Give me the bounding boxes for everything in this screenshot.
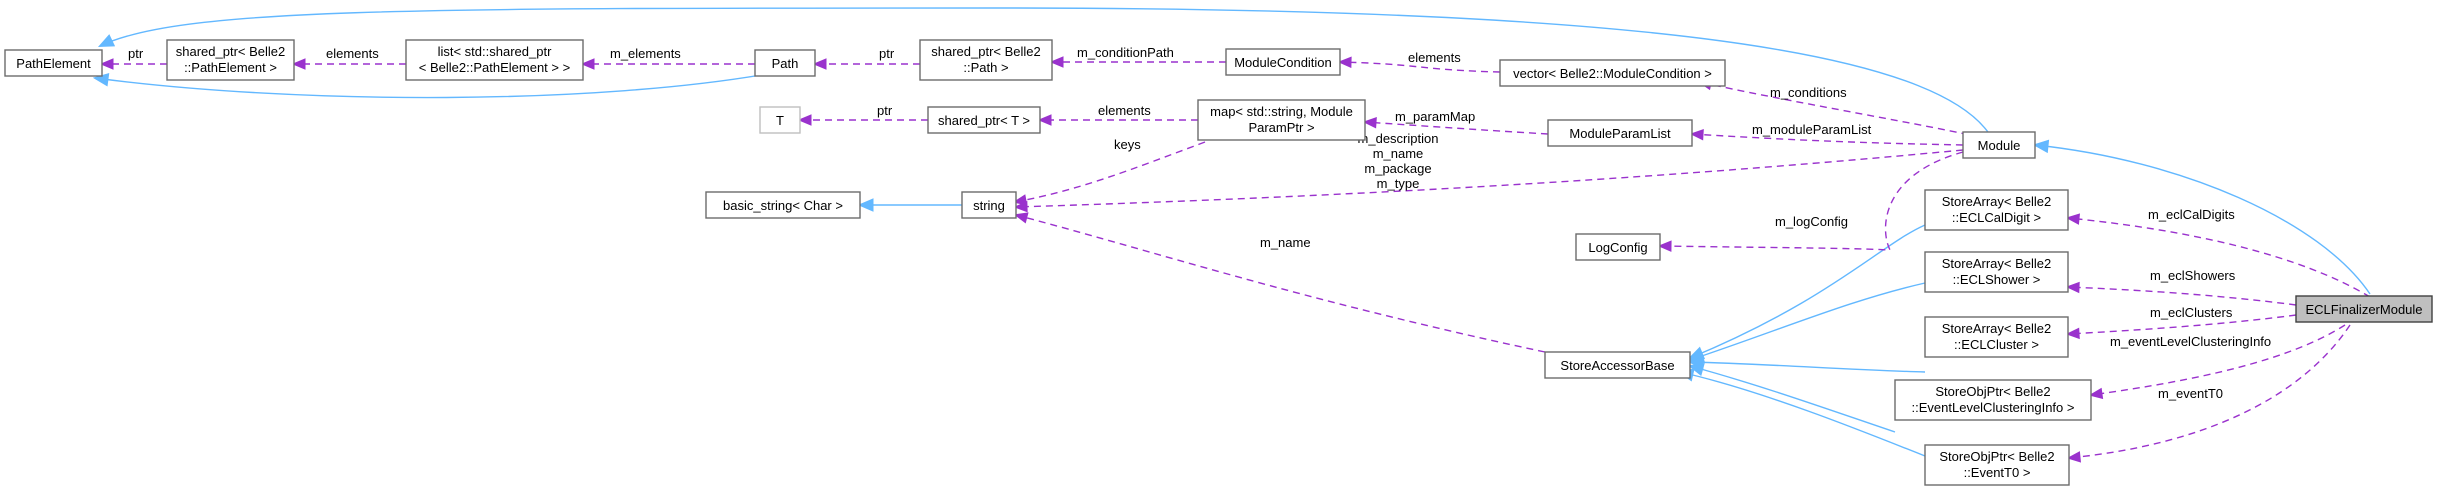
edge-finalizer-to-clustering bbox=[2091, 324, 2346, 395]
edge-shower-to-accessor bbox=[1690, 282, 1926, 360]
node-t[interactable]: T bbox=[759, 106, 801, 134]
node-label: ::Path > bbox=[963, 60, 1008, 75]
edge-label-ptr-pe: ptr bbox=[128, 46, 144, 61]
node-path[interactable]: Path bbox=[754, 49, 816, 77]
node-storearray-ecl-caldigit[interactable]: StoreArray< Belle2 ::ECLCalDigit > bbox=[1924, 189, 2069, 231]
node-label: ::ECLCalDigit > bbox=[1952, 210, 2041, 225]
node-label: ParamPtr > bbox=[1248, 120, 1314, 135]
edge-eventt0-to-accessor bbox=[1680, 372, 1931, 459]
node-label: ::ECLShower > bbox=[1953, 272, 2041, 287]
edge-clustering-to-accessor bbox=[1690, 366, 1896, 433]
node-moduleparamlist[interactable]: ModuleParamList bbox=[1547, 119, 1693, 147]
node-label: shared_ptr< Belle2 bbox=[176, 44, 286, 59]
node-logconfig[interactable]: LogConfig bbox=[1575, 233, 1661, 261]
node-label: shared_ptr< T > bbox=[938, 113, 1030, 128]
node-label: ModuleParamList bbox=[1569, 126, 1671, 141]
node-label: string bbox=[973, 198, 1005, 213]
edge-label-m-moduleparamlist: m_moduleParamList bbox=[1752, 122, 1872, 137]
node-label: < Belle2::PathElement > > bbox=[419, 60, 570, 75]
node-pathelement[interactable]: PathElement bbox=[4, 49, 103, 77]
edge-module-to-vector bbox=[1700, 82, 1981, 138]
edge-label-elements-map: elements bbox=[1098, 103, 1151, 118]
edge-label-m-conditionpath: m_conditionPath bbox=[1077, 45, 1174, 60]
edge-map-to-string bbox=[1015, 141, 1206, 202]
edge-accessor-to-string bbox=[1016, 215, 1546, 353]
edge-finalizer-to-eventt0 bbox=[2069, 324, 2351, 458]
node-label: vector< Belle2::ModuleCondition > bbox=[1513, 66, 1712, 81]
node-shared-ptr-pathelement[interactable]: shared_ptr< Belle2 ::PathElement > bbox=[166, 39, 295, 81]
edge-label-m-name-accessor: m_name bbox=[1260, 235, 1311, 250]
edge-path-to-pathelement bbox=[95, 71, 779, 99]
node-label: ::EventT0 > bbox=[1964, 465, 2031, 480]
node-label: ::EventLevelClusteringInfo > bbox=[1912, 400, 2075, 415]
node-label: ::ECLCluster > bbox=[1954, 337, 2039, 352]
edge-label-elements-list: elements bbox=[326, 46, 379, 61]
edge-label-m-eventlevelclusteringinfo: m_eventLevelClusteringInfo bbox=[2110, 334, 2271, 349]
edge-label-m-logconfig: m_logConfig bbox=[1775, 214, 1848, 229]
node-storearray-ecl-cluster[interactable]: StoreArray< Belle2 ::ECLCluster > bbox=[1924, 316, 2069, 358]
edge-finalizer-to-module bbox=[2035, 145, 2371, 295]
node-shared-ptr-path[interactable]: shared_ptr< Belle2 ::Path > bbox=[919, 39, 1053, 81]
node-label: StoreObjPtr< Belle2 bbox=[1935, 384, 2050, 399]
node-storeaccessorbase[interactable]: StoreAccessorBase bbox=[1544, 351, 1691, 379]
edge-label-m-eventt0: m_eventT0 bbox=[2158, 386, 2223, 401]
edge-label-m-conditions: m_conditions bbox=[1770, 85, 1847, 100]
edge-moduleparamlist-to-map bbox=[1365, 122, 1549, 135]
node-label: ModuleCondition bbox=[1234, 55, 1332, 70]
edge-finalizer-to-shower bbox=[2068, 287, 2297, 306]
edge-caldigit-to-accessor bbox=[1690, 224, 1926, 358]
node-label: LogConfig bbox=[1588, 240, 1647, 255]
node-shared-ptr-t[interactable]: shared_ptr< T > bbox=[927, 106, 1041, 134]
node-storeobjptr-eventlevelclusteringinfo[interactable]: StoreObjPtr< Belle2 ::EventLevelClusteri… bbox=[1894, 379, 2092, 421]
edge-finalizer-to-cluster bbox=[2068, 314, 2297, 334]
node-storearray-ecl-shower[interactable]: StoreArray< Belle2 ::ECLShower > bbox=[1924, 251, 2069, 293]
edge-label-m-eclshowers: m_eclShowers bbox=[2150, 268, 2236, 283]
node-label: PathElement bbox=[16, 56, 91, 71]
node-label: map< std::string, Module bbox=[1210, 104, 1353, 119]
node-label: list< std::shared_ptr bbox=[438, 44, 552, 59]
edge-label-m-package: m_package bbox=[1364, 161, 1431, 176]
node-label: basic_string< Char > bbox=[723, 198, 843, 213]
node-label: Path bbox=[772, 56, 799, 71]
edge-vector-to-modulecondition bbox=[1340, 62, 1501, 73]
edge-label-m-eclclusters: m_eclClusters bbox=[2150, 305, 2233, 320]
edge-module-to-string bbox=[1016, 149, 1964, 207]
edge-module-to-pathelement bbox=[100, 7, 1994, 141]
edge-module-to-logconfig bbox=[1660, 151, 1964, 250]
node-eclfinalizermodule[interactable]: ECLFinalizerModule bbox=[2295, 295, 2433, 323]
node-label: StoreArray< Belle2 bbox=[1942, 256, 2051, 271]
node-label: StoreArray< Belle2 bbox=[1942, 194, 2051, 209]
edge-cluster-to-accessor bbox=[1690, 362, 1926, 373]
edge-label-m-name-module: m_name bbox=[1373, 146, 1424, 161]
node-list-shared-ptr[interactable]: list< std::shared_ptr < Belle2::PathElem… bbox=[405, 39, 584, 81]
node-storeobjptr-eventt0[interactable]: StoreObjPtr< Belle2 ::EventT0 > bbox=[1924, 444, 2070, 486]
edge-module-to-moduleparamlist bbox=[1692, 134, 1964, 146]
edge-label-ptr-t: ptr bbox=[877, 103, 893, 118]
edge-label-keys: keys bbox=[1114, 137, 1141, 152]
node-label: StoreArray< Belle2 bbox=[1942, 321, 2051, 336]
node-label: T bbox=[776, 113, 784, 128]
node-label: ::PathElement > bbox=[184, 60, 277, 75]
edge-label-m-elements: m_elements bbox=[610, 46, 681, 61]
edge-label-m-parammap: m_paramMap bbox=[1395, 109, 1475, 124]
node-label: shared_ptr< Belle2 bbox=[931, 44, 1041, 59]
node-map-string-moduleparamptr[interactable]: map< std::string, Module ParamPtr > bbox=[1197, 99, 1366, 141]
edge-label-m-eclcaldigits: m_eclCalDigits bbox=[2148, 207, 2235, 222]
node-label: ECLFinalizerModule bbox=[2305, 302, 2422, 317]
node-vector-modulecondition[interactable]: vector< Belle2::ModuleCondition > bbox=[1499, 59, 1726, 87]
edge-finalizer-to-caldigit bbox=[2068, 218, 2371, 298]
node-label: StoreAccessorBase bbox=[1560, 358, 1674, 373]
edge-label-elements-vec: elements bbox=[1408, 50, 1461, 65]
node-label: StoreObjPtr< Belle2 bbox=[1939, 449, 2054, 464]
node-module[interactable]: Module bbox=[1962, 131, 2036, 159]
edge-label-ptr-path: ptr bbox=[879, 46, 895, 61]
node-modulecondition[interactable]: ModuleCondition bbox=[1225, 48, 1341, 76]
node-label: Module bbox=[1978, 138, 2021, 153]
node-basic-string[interactable]: basic_string< Char > bbox=[705, 191, 861, 219]
edge-label-m-description: m_description bbox=[1358, 131, 1439, 146]
edge-label-m-type: m_type bbox=[1377, 176, 1420, 191]
node-string[interactable]: string bbox=[961, 191, 1017, 219]
